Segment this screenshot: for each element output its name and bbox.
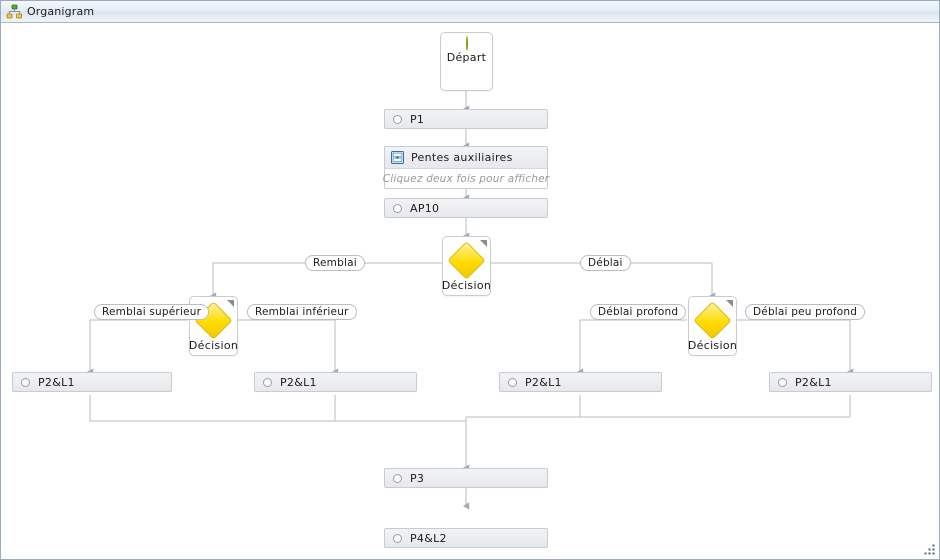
edge-label-remblai[interactable]: Remblai	[305, 255, 365, 271]
circle-bullet-icon	[263, 377, 272, 387]
circle-bullet-icon	[778, 377, 787, 387]
edge-p2l1-a-to-bus	[89, 395, 466, 422]
collapse-corner-icon[interactable]	[726, 300, 733, 307]
circle-bullet-icon	[508, 377, 517, 387]
node-p2l1-b[interactable]: P2&L1	[254, 372, 417, 392]
yellow-diamond-icon	[693, 300, 732, 340]
node-start-label: Départ	[446, 51, 487, 64]
diagram-canvas[interactable]: Départ P1 Pentes auxiliaires Cliquez deu…	[2, 24, 938, 558]
edge-label-deblai[interactable]: Déblai	[580, 255, 631, 271]
resize-grip-icon[interactable]	[923, 543, 936, 556]
edge-decision-left-superieur	[86, 319, 188, 376]
circle-bullet-icon	[393, 473, 402, 483]
org-chart-icon	[6, 4, 22, 18]
node-ap10-label: AP10	[410, 201, 440, 215]
node-ap10[interactable]: AP10	[384, 198, 548, 218]
node-decision-main[interactable]: Décision	[442, 236, 491, 296]
circle-bullet-icon	[393, 203, 402, 213]
circle-bullet-icon	[21, 377, 30, 387]
node-p4l2[interactable]: P4&L2	[384, 528, 548, 548]
node-start[interactable]: Départ	[440, 32, 493, 91]
node-p2l1-c-label: P2&L1	[525, 375, 562, 389]
collapse-corner-icon[interactable]	[480, 240, 487, 247]
yellow-diamond-icon	[447, 240, 486, 280]
collapse-corner-icon[interactable]	[227, 300, 234, 307]
node-p2l1-a[interactable]: P2&L1	[12, 372, 172, 392]
circle-bullet-icon	[393, 533, 402, 543]
node-p4l2-label: P4&L2	[410, 531, 447, 545]
circle-bullet-icon	[393, 114, 402, 124]
node-p2l1-a-label: P2&L1	[38, 375, 75, 389]
node-p3[interactable]: P3	[384, 468, 548, 488]
node-p1[interactable]: P1	[384, 109, 548, 129]
subprocess-header[interactable]: Pentes auxiliaires	[385, 147, 547, 169]
edge-p2l1-c-to-bus	[466, 395, 581, 418]
node-p1-label: P1	[410, 112, 425, 126]
subprocess-body[interactable]: Cliquez deux fois pour afficher	[382, 169, 550, 188]
node-decision-main-label: Décision	[441, 279, 492, 292]
node-p2l1-b-label: P2&L1	[280, 375, 317, 389]
edge-decision-right-profond	[576, 319, 687, 376]
edge-label-deblai-peu-profond[interactable]: Déblai peu profond	[745, 304, 866, 320]
node-decision-left-label: Décision	[188, 339, 239, 352]
node-p2l1-d[interactable]: P2&L1	[769, 372, 932, 392]
node-p2l1-c[interactable]: P2&L1	[499, 372, 662, 392]
edge-decision-right-peu-profond	[736, 319, 854, 376]
subprocess-hint: Cliquez deux fois pour afficher	[382, 172, 550, 185]
edge-label-remblai-superieur[interactable]: Remblai supérieur	[94, 304, 210, 320]
window-title: Organigram	[27, 5, 95, 18]
window-title-bar: Organigram	[1, 1, 939, 23]
edge-label-deblai-profond[interactable]: Déblai profond	[590, 304, 687, 320]
node-decision-right[interactable]: Décision	[688, 296, 737, 356]
green-circle-icon	[465, 36, 468, 51]
node-subprocess-pentes-auxiliaires[interactable]: Pentes auxiliaires Cliquez deux fois pou…	[382, 146, 550, 189]
edge-decision-left-inferieur	[238, 319, 339, 376]
node-p3-label: P3	[410, 471, 425, 485]
subprocess-title: Pentes auxiliaires	[411, 151, 513, 164]
table-grid-icon	[391, 151, 404, 164]
node-decision-right-label: Décision	[687, 339, 738, 352]
node-p2l1-d-label: P2&L1	[795, 375, 832, 389]
edge-label-remblai-inferieur[interactable]: Remblai inférieur	[247, 304, 357, 320]
